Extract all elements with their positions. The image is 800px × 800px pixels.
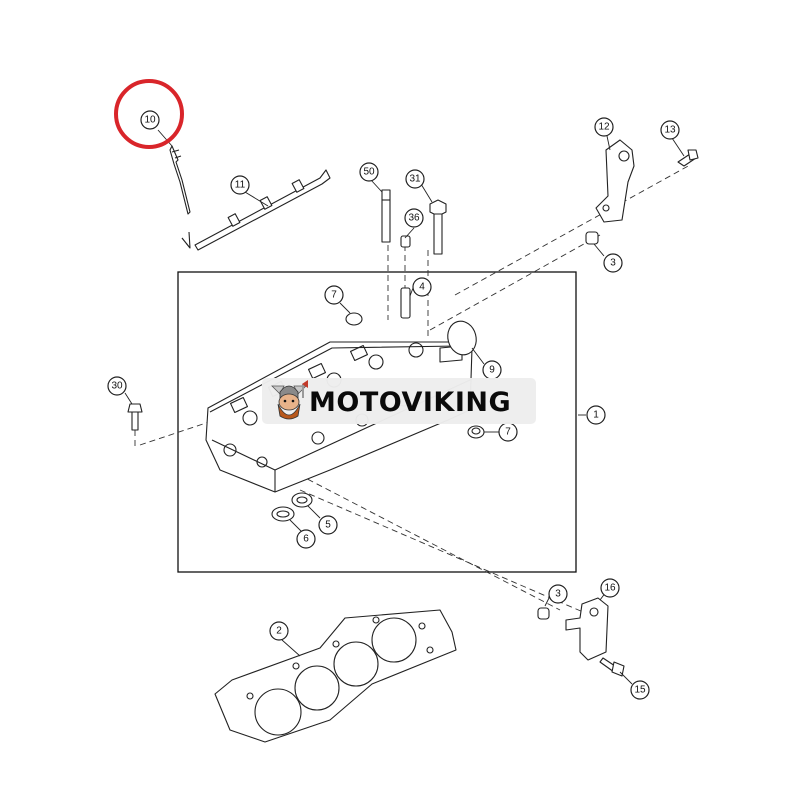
glow-plug-lead-part [194, 169, 331, 251]
callout-30: 30 [107, 376, 127, 396]
upper-plug-part [345, 312, 363, 326]
callout-16: 16 [600, 578, 620, 598]
callout-15: 15 [630, 680, 650, 700]
callout-7-upper: 7 [324, 285, 344, 305]
callout-3-upper: 3 [603, 253, 623, 273]
callout-9-label: 9 [489, 365, 495, 376]
lower-bracket-bolt-part [599, 657, 625, 677]
callout-5: 5 [318, 515, 338, 535]
callout-5-label: 5 [325, 520, 331, 531]
brand-name: MOTOVIKING [309, 387, 511, 418]
head-bolt-part [429, 199, 447, 255]
assembly-frame [177, 271, 577, 573]
callout-50: 50 [359, 162, 379, 182]
callout-1: 1 [586, 405, 606, 425]
stud-bolt-part [381, 189, 391, 243]
callout-11-label: 11 [235, 180, 246, 191]
sleeve-part [400, 287, 411, 319]
highlight-ring [114, 79, 184, 149]
callout-3-upper-label: 3 [610, 258, 616, 269]
callout-4: 4 [412, 277, 432, 297]
callout-6: 6 [296, 529, 316, 549]
callout-31: 31 [405, 169, 425, 189]
gasket-ring-part [271, 506, 295, 522]
callout-6-label: 6 [303, 534, 309, 545]
callout-1-label: 1 [593, 410, 599, 421]
callout-7-lower-label: 7 [505, 427, 511, 438]
callout-2: 2 [269, 621, 289, 641]
callout-4-label: 4 [419, 282, 425, 293]
callout-31-label: 31 [409, 174, 421, 185]
callout-10: 10 [140, 110, 160, 130]
callout-2-label: 2 [276, 626, 282, 637]
callout-15-label: 15 [634, 685, 646, 696]
callout-12-label: 12 [598, 122, 610, 133]
callout-10-label: 10 [144, 115, 156, 126]
callout-50-label: 50 [363, 167, 375, 178]
brand-watermark: MOTOVIKING [262, 378, 536, 424]
callout-11: 11 [230, 175, 250, 195]
callout-36: 36 [404, 208, 424, 228]
cover-disc-part [447, 320, 477, 356]
callout-12: 12 [594, 117, 614, 137]
side-bolt-part [127, 403, 143, 431]
glow-plug-part [169, 145, 191, 249]
callout-9: 9 [482, 360, 502, 380]
hanger-bracket-part [595, 139, 635, 223]
alignment-lines [134, 164, 691, 616]
seal-ring-part [291, 492, 313, 508]
bracket-bolt-part [677, 149, 699, 167]
callout-16-label: 16 [604, 583, 616, 594]
lower-plug-part [467, 425, 485, 439]
callout-7-upper-label: 7 [331, 290, 337, 301]
callout-3-lower: 3 [548, 584, 568, 604]
lower-dowel-part [537, 607, 550, 620]
callout-7-lower: 7 [498, 422, 518, 442]
head-gasket-part [214, 609, 457, 743]
viking-logo-icon [271, 380, 308, 420]
upper-dowel-part [585, 231, 599, 245]
callout-13-label: 13 [664, 125, 676, 136]
callout-3-lower-label: 3 [555, 589, 561, 600]
callout-13: 13 [660, 120, 680, 140]
dowel-pin-part [400, 235, 411, 248]
brand-badge-background [262, 378, 536, 424]
callout-30-label: 30 [111, 381, 123, 392]
callout-36-label: 36 [408, 213, 420, 224]
lower-bracket-part [565, 597, 609, 661]
